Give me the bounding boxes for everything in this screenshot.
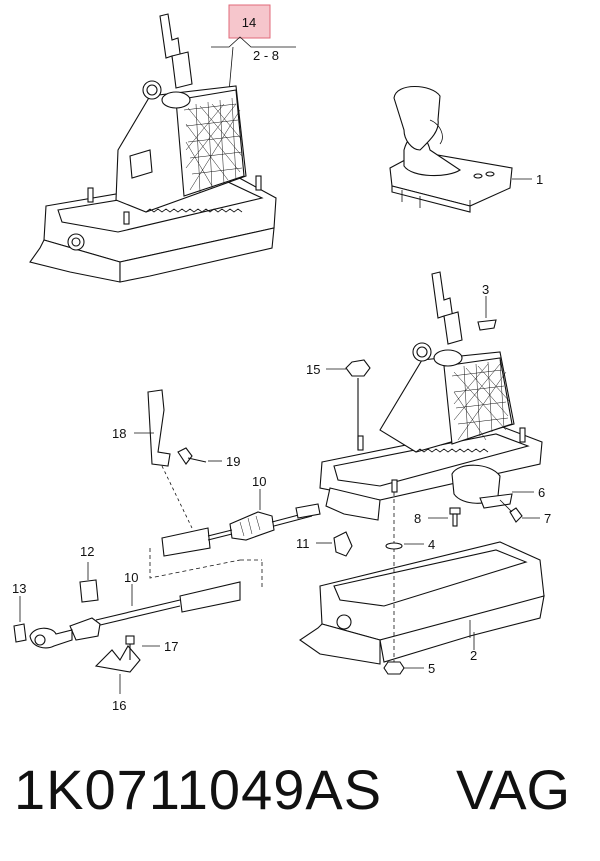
callout-13[interactable]: 13 — [12, 581, 26, 596]
shift-cable — [29, 503, 321, 649]
highlight-box[interactable] — [228, 4, 271, 39]
gear-knob — [389, 86, 513, 213]
callout-15[interactable]: 15 — [306, 362, 320, 377]
shifter-assembly-main — [319, 271, 543, 521]
callout-4[interactable]: 4 — [428, 537, 435, 552]
callout-10-upper[interactable]: 10 — [252, 474, 266, 489]
callout-3[interactable]: 3 — [482, 282, 489, 297]
callout-10-lower[interactable]: 10 — [124, 570, 138, 585]
callout-16[interactable]: 16 — [112, 698, 126, 713]
highlight-ref-label: 14 — [242, 15, 256, 30]
shifter-assembly-top — [29, 13, 277, 283]
callout-7[interactable]: 7 — [544, 511, 551, 526]
callout-19[interactable]: 19 — [226, 454, 240, 469]
callout-11[interactable]: 11 — [296, 536, 310, 551]
callout-18[interactable]: 18 — [112, 426, 126, 441]
callout-2[interactable]: 2 — [470, 648, 477, 663]
part-number-label: 1K0711049AS — [14, 758, 383, 821]
callout-1[interactable]: 1 — [536, 172, 543, 187]
callout-5[interactable]: 5 — [428, 661, 435, 676]
footer: 1K0711049AS VAG — [0, 755, 600, 855]
callout-17[interactable]: 17 — [164, 639, 178, 654]
exploded-parts-diagram: 14 2 - 8 — [12, 4, 551, 713]
brand-label: VAG — [456, 758, 571, 821]
page-ref-bracket — [211, 36, 296, 48]
callout-8[interactable]: 8 — [414, 511, 421, 526]
callout-12[interactable]: 12 — [80, 544, 94, 559]
cover-frame — [299, 541, 545, 665]
page-ref-label: 2 - 8 — [253, 48, 279, 63]
callout-6[interactable]: 6 — [538, 485, 545, 500]
